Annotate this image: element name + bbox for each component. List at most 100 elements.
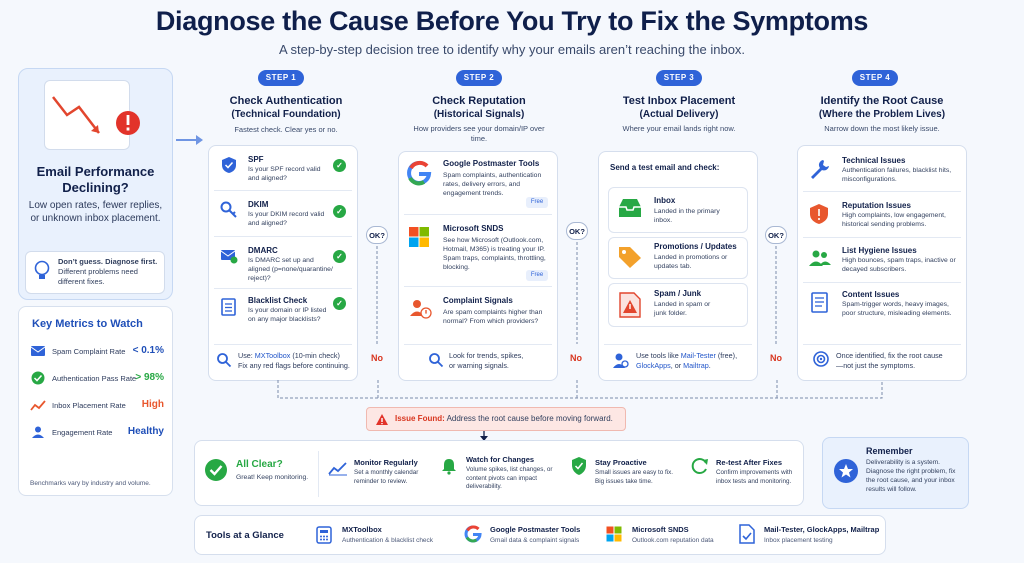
divider: [214, 344, 352, 345]
item-name: Reputation Issues: [842, 201, 911, 210]
step-subtitle: (Actual Delivery): [639, 109, 719, 120]
step-1-title: Check Authentication (Technical Foundati…: [206, 95, 366, 121]
metrics-title: Key Metrics to Watch: [32, 318, 143, 330]
check-circle-icon: [31, 371, 45, 385]
check-icon: ✓: [333, 250, 346, 263]
bottom-item-title: Monitor Regularly: [354, 458, 418, 467]
step-subtitle: (Where the Problem Lives): [818, 109, 946, 120]
symptom-subtext: Low open rates, fewer replies, or unknow…: [28, 200, 163, 224]
tip-bold: Don’t guess. Diagnose first.: [58, 257, 158, 266]
chart-icon: [328, 462, 347, 476]
metric-row: Engagement Rate Healthy: [30, 425, 168, 441]
mail-tester-link[interactable]: Mail-Tester: [680, 351, 716, 360]
footer-text: —not just the symptoms.: [836, 361, 916, 370]
step-subtitle: (Technical Foundation): [231, 109, 341, 120]
placement-inbox: [608, 187, 748, 233]
search-icon: [217, 353, 232, 368]
item-name: DMARC: [248, 246, 278, 255]
divider: [214, 288, 352, 289]
mxtoolbox-link[interactable]: MXToolbox: [254, 351, 291, 360]
metrics-note: Benchmarks vary by industry and volume.: [30, 480, 151, 487]
footer-text: Look for trends, spikes,: [449, 351, 524, 360]
tool-name[interactable]: Google Postmaster Tools: [490, 525, 581, 534]
item-desc: Authentication failures, blacklist hits,…: [842, 167, 952, 183]
metric-row: Inbox Placement Rate High: [30, 398, 168, 414]
step-2-desc: How providers see your domain/IP over ti…: [413, 124, 545, 143]
item-desc: Is your domain or IP listed on any major…: [248, 307, 327, 323]
symptom-heading: Email Performance Declining?: [36, 164, 155, 195]
mailtrap-link[interactable]: Mailtrap: [683, 361, 709, 370]
footer-text: Use:: [238, 351, 255, 360]
microsoft-icon: [606, 526, 622, 542]
step-title: Identify the Root Cause: [820, 95, 944, 107]
target-icon: [813, 351, 829, 367]
step-2-pill: STEP 2: [456, 70, 502, 86]
placement-promotions: [608, 237, 748, 279]
wrench-icon: [811, 160, 829, 179]
issue-text: Issue Found: Address the root cause befo…: [395, 408, 613, 430]
remember-text: Deliverability is a system. Diagnose the…: [866, 459, 956, 493]
warning-icon: [116, 111, 140, 135]
lightbulb-icon: [34, 260, 50, 279]
tip-text: Don’t guess. Diagnose first. Different p…: [58, 257, 162, 287]
issue-flow-lines: [277, 380, 883, 441]
item-desc: Is your DKIM record valid and aligned?: [248, 211, 325, 227]
step-1-footer: Use: MXToolbox (10-min check)Fix any red…: [238, 351, 356, 371]
glockapps-link[interactable]: GlockApps: [636, 361, 671, 370]
star-badge-icon: [834, 459, 858, 483]
user-alert-icon: [410, 300, 432, 319]
divider: [214, 236, 352, 237]
calculator-icon: [316, 526, 332, 544]
item-desc: Spam-trigger words, heavy images, poor s…: [842, 301, 952, 317]
google-icon: [464, 525, 482, 543]
item-name: Google Postmaster Tools: [443, 159, 540, 168]
metrics-card: [18, 306, 173, 496]
tool-desc: Inbox placement testing: [764, 537, 833, 544]
tool-desc: Authentication & blacklist check: [342, 537, 434, 544]
refresh-icon: [691, 458, 708, 474]
divider: [318, 451, 319, 497]
tool-name[interactable]: Mail-Tester, GlockApps, Mailtrap: [764, 525, 880, 534]
item-name: List Hygiene Issues: [842, 246, 917, 255]
step-4-footer: Once identified, fix the root cause—not …: [836, 351, 964, 371]
item-name: Content Issues: [842, 290, 900, 299]
metric-label: Inbox Placement Rate: [52, 401, 126, 410]
item-name: Inbox: [654, 196, 676, 205]
issue-label: Issue Found:: [395, 414, 445, 423]
search-icon: [429, 353, 444, 368]
divider: [404, 286, 552, 287]
flow-arrow-down: [775, 246, 777, 344]
metric-row: Spam Complaint Rate < 0.1%: [30, 344, 168, 360]
item-desc: Landed in the primary inbox.: [654, 208, 720, 224]
divider: [803, 282, 961, 283]
footer-text: (free),: [715, 351, 738, 360]
ok-bubble: OK?: [366, 226, 388, 244]
item-desc: Is your SPF record valid and aligned?: [248, 166, 321, 182]
step-title: Test Inbox Placement: [622, 95, 736, 107]
footer-text: Once identified, fix the root cause: [836, 351, 943, 360]
footer-text: (10-min check): [290, 351, 340, 360]
page-subtitle: A step-by-step decision tree to identify…: [278, 42, 746, 57]
tool-name[interactable]: MXToolbox: [342, 525, 382, 534]
metric-value: < 0.1%: [132, 345, 164, 356]
metric-label: Engagement Rate: [52, 428, 113, 437]
item-desc: Landed in promotions or updates tab.: [654, 254, 728, 270]
item-desc: High complaints, low engagement, histori…: [842, 212, 946, 228]
step-3-lead: Send a test email and check:: [610, 163, 720, 172]
footer-text: , or: [670, 361, 684, 370]
metric-value: High: [141, 399, 164, 410]
tip-rest: Different problems need different fixes.: [58, 267, 138, 286]
step-subtitle: (Historical Signals): [433, 109, 525, 120]
bottom-item-title: Stay Proactive: [595, 458, 647, 467]
tool-name[interactable]: Microsoft SNDS: [632, 525, 689, 534]
list-icon: [221, 298, 236, 316]
bottom-item-desc: Set a monthly calendar reminder to revie…: [354, 469, 419, 485]
envelope-check-icon: [220, 250, 238, 264]
flow-arrow-down: [376, 246, 378, 344]
envelope-icon: [30, 346, 46, 356]
trend-icon: [30, 400, 46, 411]
step-3-pill: STEP 3: [656, 70, 702, 86]
google-icon: [407, 160, 432, 186]
tools-label: Tools at a Glance: [206, 530, 284, 541]
flow-arrow-down: [576, 242, 578, 344]
